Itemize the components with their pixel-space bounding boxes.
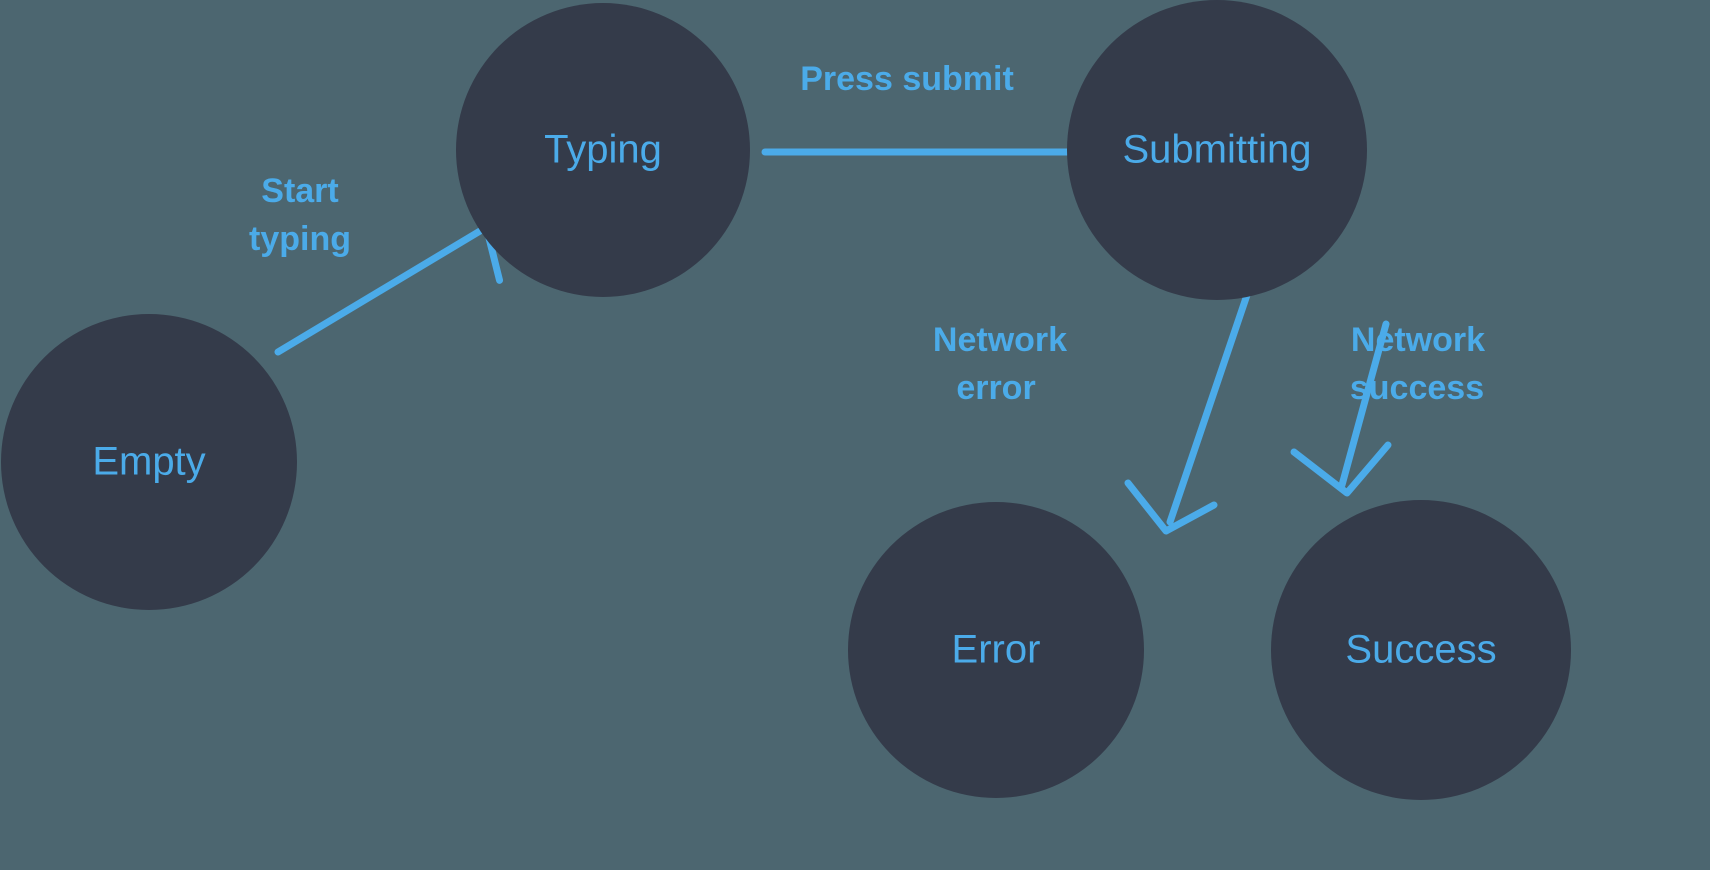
edge-submitting-to-success-arrowhead: [1290, 441, 1392, 497]
node-error-label: Error: [952, 628, 1041, 672]
node-error[interactable]: Error: [848, 502, 1144, 798]
node-typing[interactable]: Typing: [456, 3, 750, 297]
edge-label-press-submit-line1: Press submit: [800, 60, 1014, 98]
node-error-circle[interactable]: [848, 502, 1144, 798]
node-empty-label: Empty: [92, 440, 205, 484]
edge-label-start-typing: Start typing: [249, 172, 351, 258]
node-submitting[interactable]: Submitting: [1067, 0, 1367, 300]
node-success[interactable]: Success: [1271, 500, 1571, 800]
edge-label-press-submit: Press submit: [800, 60, 1014, 98]
edge-label-network-error: Network error: [933, 321, 1067, 407]
edge-label-network-error-line1: Network: [933, 321, 1067, 359]
edge-label-network-success-line2: success: [1350, 369, 1484, 407]
edge-submitting-to-success: [1290, 320, 1392, 497]
edge-label-network-error-line2: error: [956, 369, 1035, 407]
node-submitting-label: Submitting: [1123, 128, 1312, 172]
node-success-circle[interactable]: [1271, 500, 1571, 800]
node-typing-label: Typing: [544, 128, 662, 172]
node-empty[interactable]: Empty: [1, 314, 297, 610]
edge-label-start-typing-line2: typing: [249, 220, 351, 258]
edge-label-start-typing-line1: Start: [261, 172, 338, 210]
node-submitting-circle[interactable]: [1067, 0, 1367, 300]
edge-label-network-success-line1: Network: [1351, 321, 1485, 359]
edge-submitting-to-error: [1124, 291, 1251, 535]
node-empty-circle[interactable]: [1, 314, 297, 610]
edge-label-network-success: Network success: [1350, 321, 1485, 407]
node-success-label: Success: [1345, 628, 1496, 672]
node-typing-circle[interactable]: [456, 3, 750, 297]
edge-empty-to-typing-line: [274, 227, 484, 356]
edge-submitting-to-success-line: [1338, 320, 1390, 489]
edge-submitting-to-error-line: [1166, 291, 1251, 526]
edge-submitting-to-error-arrowhead: [1124, 479, 1218, 535]
